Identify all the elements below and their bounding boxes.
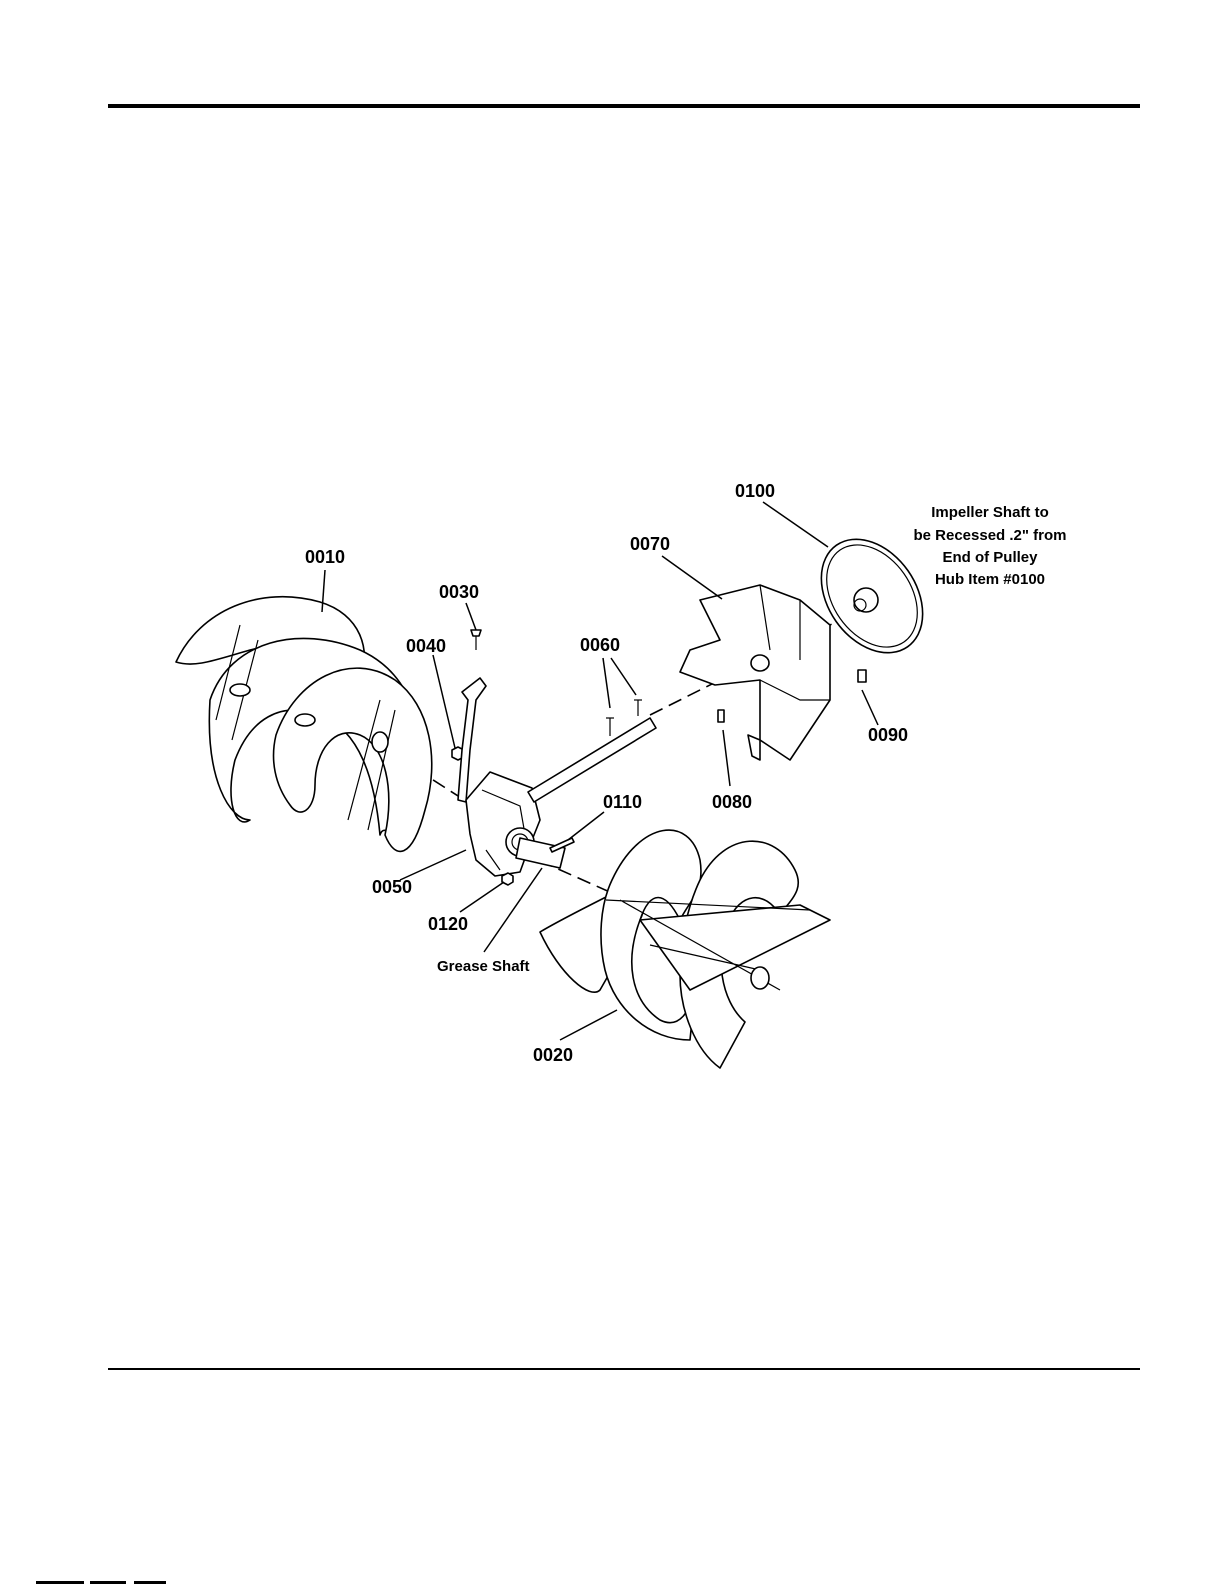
leader-0110 [568,812,604,840]
leader-0090 [862,690,878,725]
footer-mark-3 [134,1581,166,1584]
footer-mark-1 [36,1581,84,1584]
fitting-0090 [858,670,866,682]
bolt-0030 [471,630,481,650]
callout-0110: 0110 [603,792,642,812]
leader-0040 [433,655,455,748]
leader-0070 [662,556,722,599]
note-line-2: be Recessed .2" from [913,527,1066,544]
leader-0080 [723,730,730,786]
label-grease-shaft: Grease Shaft [437,958,530,975]
callout-0060: 0060 [580,635,620,655]
note-line-1: Impeller Shaft to [931,504,1049,521]
callout-0040: 0040 [406,636,446,656]
callout-0020: 0020 [533,1045,573,1065]
bolt-0080 [718,710,724,722]
impeller-0070 [680,585,830,760]
leader-0060-b [611,658,636,695]
left-auger-0010 [176,597,432,852]
callout-0010: 0010 [305,547,345,567]
callout-0120: 0120 [428,914,468,934]
callout-0030: 0030 [439,582,479,602]
callout-0090: 0090 [868,725,908,745]
callout-0080: 0080 [712,792,752,812]
note-line-4: Hub Item #0100 [935,571,1045,588]
grease-fitting-0120 [502,873,513,885]
leader-0100 [763,502,828,547]
callout-0070: 0070 [630,534,670,554]
note-line-3: End of Pulley [942,549,1038,566]
footer-mark-2 [90,1581,126,1584]
leader-0120 [460,882,504,912]
leader-0060-a [603,658,610,708]
leader-0030 [466,603,476,630]
impeller-shaft [528,718,656,802]
leader-0020 [560,1010,617,1040]
leader-0050 [400,850,466,880]
callout-0100: 0100 [735,481,775,501]
callout-0050: 0050 [372,877,412,897]
right-auger-0020 [540,830,830,1068]
